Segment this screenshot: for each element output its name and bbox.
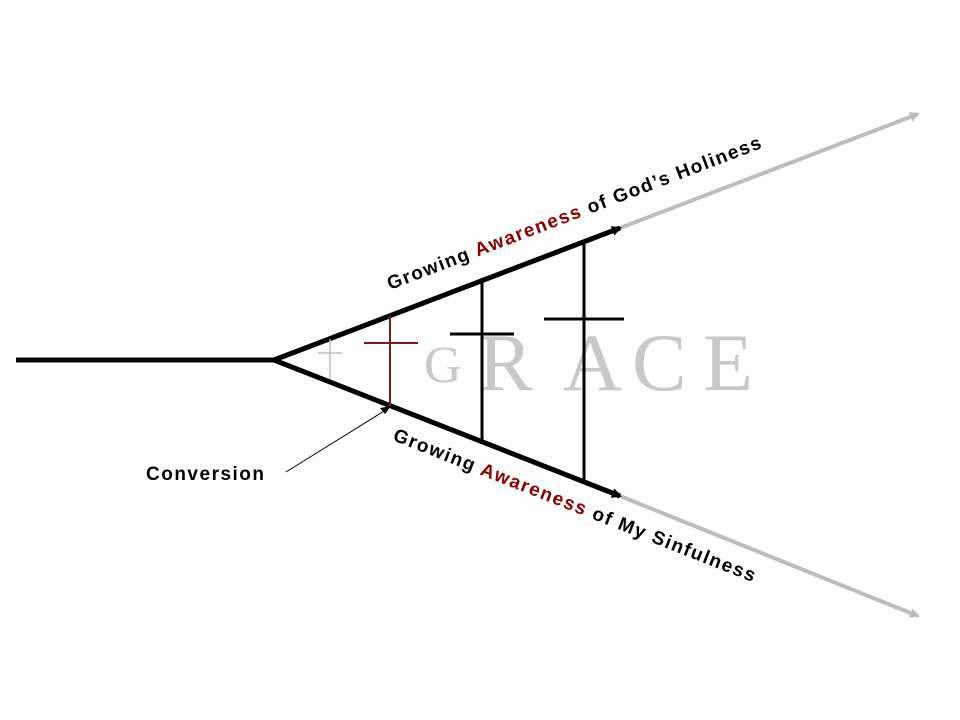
conversion-pointer-head: [380, 406, 391, 414]
upper-arrow: [273, 225, 622, 363]
cross-1: [318, 339, 342, 379]
cross-2: [364, 316, 418, 407]
grace-letter-r: R: [478, 317, 533, 408]
conversion-label: Conversion: [146, 464, 266, 485]
conversion-pointer: [285, 407, 390, 473]
lower-gray-extension: [619, 494, 920, 618]
upper-gray-extension: [619, 112, 920, 230]
bottom-label-highlight: Awareness: [477, 459, 590, 520]
cross-3: [450, 281, 514, 440]
grace-letter-c: C: [632, 317, 687, 408]
top-label: Growing Awareness of God’s Holiness: [384, 132, 765, 294]
top-label-highlight: Awareness: [472, 201, 586, 261]
grace-letter-e: E: [703, 317, 753, 408]
bottom-label: Growing Awareness of My Sinfulness: [390, 425, 760, 587]
cross-4: [544, 242, 624, 480]
grace-letter-g: G: [424, 337, 462, 394]
grace-letter-a: A: [563, 317, 622, 408]
lower-arrow: [273, 357, 622, 499]
